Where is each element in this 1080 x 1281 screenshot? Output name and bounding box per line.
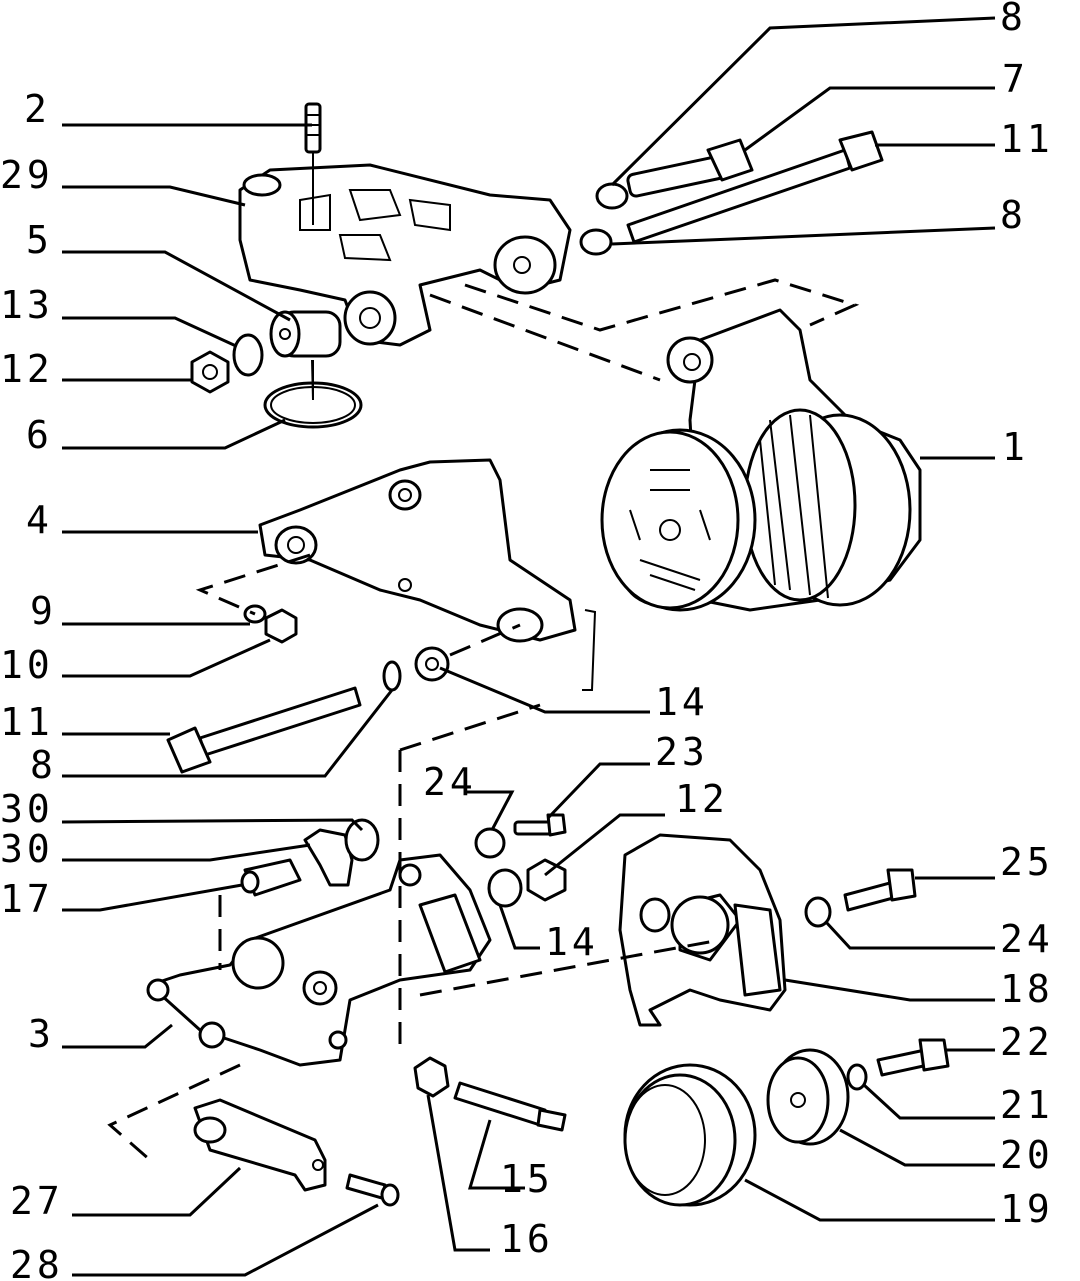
tensioner-bracket-part <box>146 853 492 1067</box>
callout-26: 29 <box>0 153 54 197</box>
stud-15-part <box>453 1081 567 1132</box>
washer-14-lower-part <box>487 868 523 908</box>
pulley-19-part <box>623 1063 757 1207</box>
callout-30-label: 30 <box>0 827 54 871</box>
washer-14-part <box>232 333 264 377</box>
bolt-23-part <box>513 813 567 837</box>
callout-8-lower: 8 <box>30 743 57 787</box>
callout-23: 23 <box>655 730 709 774</box>
callout-labels: 2 29 5 13 12 6 4 9 10 11 8 30 30 17 3 27… <box>0 0 1054 1281</box>
washer-24-right-part <box>804 896 832 928</box>
callout-12-upper: 12 <box>0 347 54 391</box>
callout-9: 9 <box>30 589 57 633</box>
alignment-lines <box>107 278 860 1162</box>
ring-29-part <box>344 818 380 862</box>
callout-24-right: 24 <box>1000 917 1054 961</box>
callout-16: 16 <box>500 1217 554 1261</box>
callout-28: 28 <box>10 1243 64 1281</box>
callout-7: 7 <box>1002 57 1029 101</box>
nut-16-part <box>413 1056 450 1098</box>
callout-2: 2 <box>24 87 51 131</box>
washer-8-lower-part <box>382 660 402 692</box>
callout-24-left: 24 <box>423 760 477 804</box>
callout-15: 15 <box>500 1157 554 1201</box>
pulley-20-part <box>766 1048 850 1146</box>
nut-12-lower-part <box>526 858 567 902</box>
clip-30-part <box>303 828 354 887</box>
callout-6: 6 <box>26 413 53 457</box>
nut-10-part <box>264 608 298 644</box>
bolt-7-part <box>626 138 754 198</box>
tensioner-18-part <box>618 833 787 1027</box>
callout-20: 20 <box>1000 1133 1054 1177</box>
callout-5: 5 <box>26 218 53 262</box>
callout-12-lower: 12 <box>675 777 729 821</box>
bolt-22-part <box>876 1038 950 1077</box>
washer-24-part <box>474 827 506 859</box>
sensor-17-part <box>240 858 302 897</box>
callout-10: 10 <box>0 643 54 687</box>
callout-8-top: 8 <box>1000 0 1027 39</box>
callout-8-mid: 8 <box>1000 193 1027 237</box>
callout-27: 27 <box>10 1179 64 1223</box>
callout-11-upper: 11 <box>1000 117 1054 161</box>
callout-13: 14 <box>655 680 709 724</box>
leader-lines <box>61 16 996 1277</box>
callout-21: 21 <box>1000 1083 1054 1127</box>
washer-8-upper-part <box>579 182 629 256</box>
callout-3: 3 <box>28 1012 55 1056</box>
callout-18: 18 <box>1000 967 1054 1011</box>
bolt-11-upper-part <box>626 130 884 244</box>
callout-29: 30 <box>0 787 54 831</box>
lower-bracket-part <box>258 458 577 643</box>
washer-21-part <box>846 1063 868 1091</box>
callout-19: 19 <box>1000 1187 1054 1231</box>
bolt-28-part <box>345 1173 400 1207</box>
callout-11-lower: 11 <box>0 700 54 744</box>
washer-13-part <box>414 646 450 682</box>
bushing-5-part <box>269 310 342 358</box>
bolt-11-lower-part <box>166 686 362 774</box>
bolt-2-part <box>304 102 322 225</box>
upper-bracket-part <box>238 163 572 347</box>
nut-12-part <box>190 350 230 394</box>
callout-14-upper: 13 <box>0 283 54 327</box>
callout-22: 22 <box>1000 1020 1054 1064</box>
callout-4: 4 <box>26 498 53 542</box>
bracket-27-part <box>193 1098 327 1192</box>
callout-17: 17 <box>0 877 54 921</box>
callout-25: 25 <box>1000 840 1054 884</box>
callout-14-lower: 14 <box>545 920 599 964</box>
bolt-25-part <box>843 868 917 912</box>
callout-1: 1 <box>1002 425 1029 469</box>
alternator-part <box>600 308 922 612</box>
